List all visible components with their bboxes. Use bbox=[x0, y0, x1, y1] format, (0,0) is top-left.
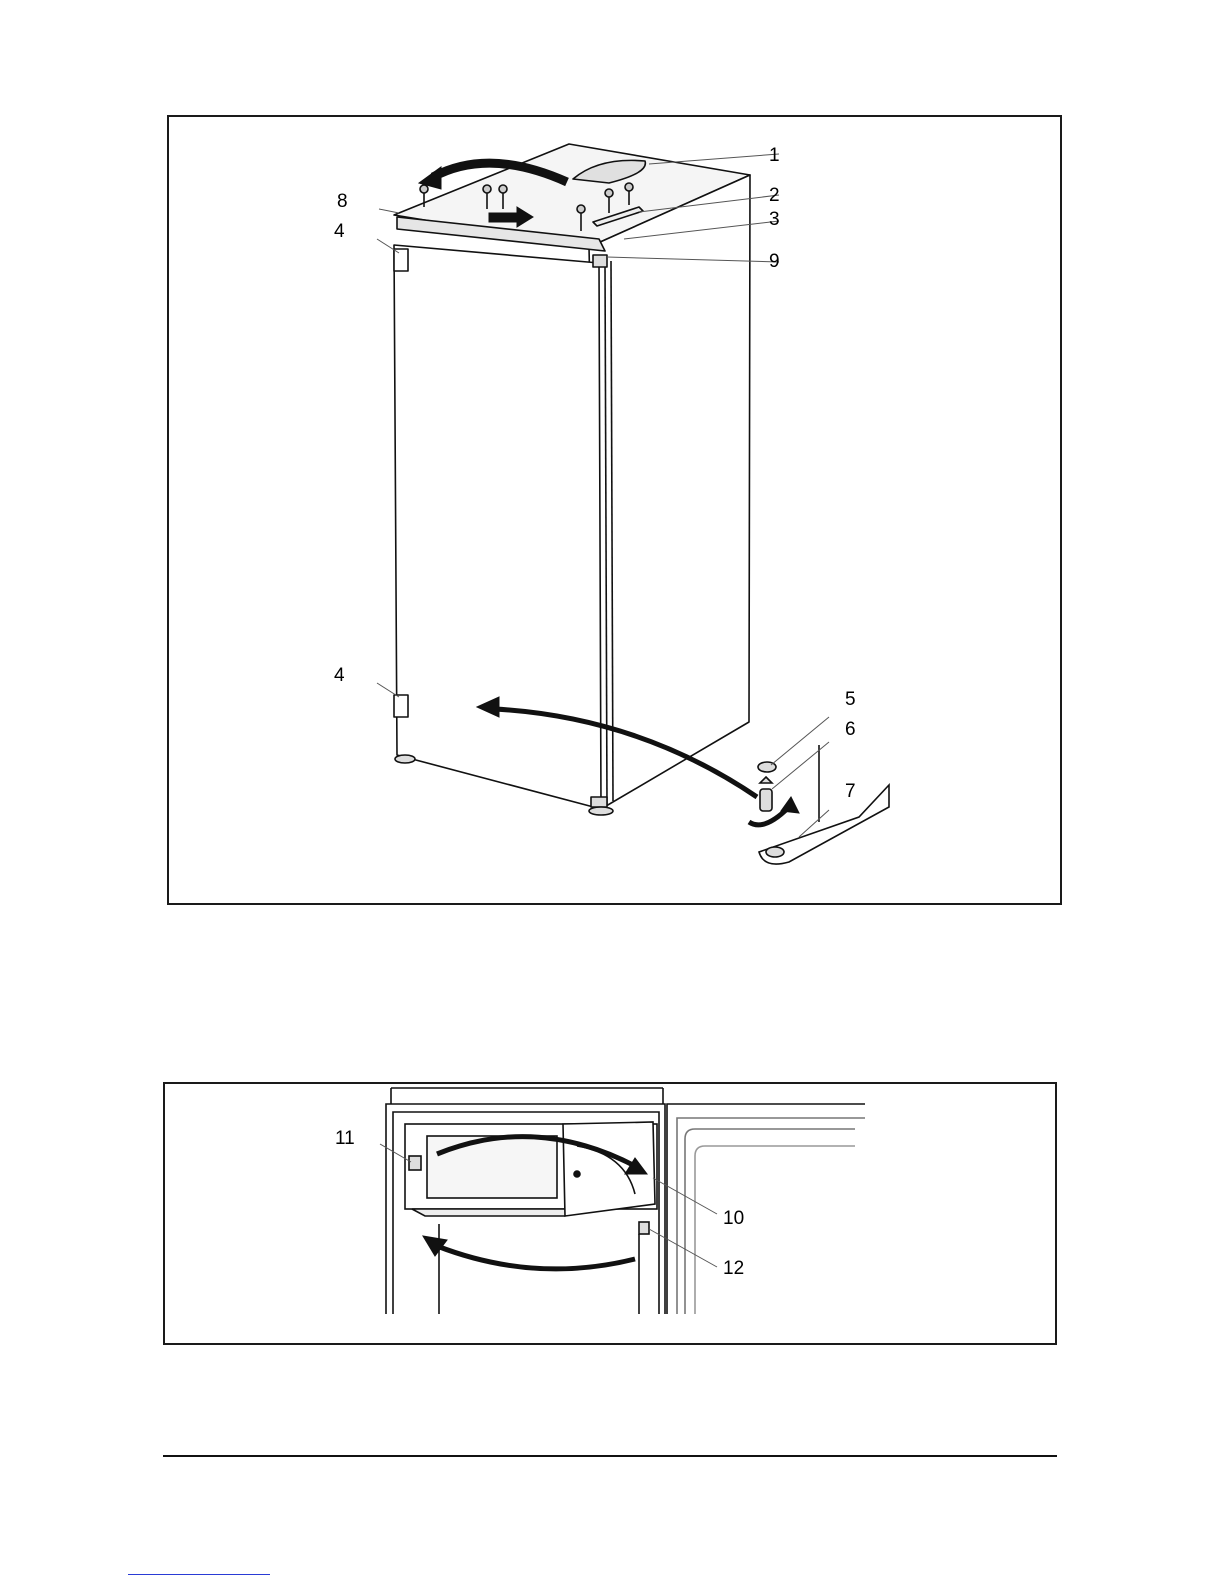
callout-3: 3 bbox=[769, 209, 780, 230]
footer-link-underline[interactable] bbox=[128, 1574, 270, 1575]
hinge-pin bbox=[760, 789, 772, 811]
compartment-drawing: 11 10 12 bbox=[165, 1084, 1059, 1347]
callout-8: 8 bbox=[337, 191, 348, 212]
arrow-lower bbox=[437, 1246, 635, 1269]
callout-7: 7 bbox=[845, 781, 856, 802]
hinge-left-bottom bbox=[394, 695, 408, 717]
callout-11: 11 bbox=[335, 1128, 355, 1149]
door-panel bbox=[394, 245, 601, 809]
callout-6: 6 bbox=[845, 719, 856, 740]
figure-door-reversal: 1 2 3 8 4 9 4 5 6 7 bbox=[167, 115, 1062, 905]
arrow-right bbox=[489, 213, 517, 222]
callout-4-top: 4 bbox=[334, 221, 345, 242]
callout-10: 10 bbox=[723, 1208, 744, 1229]
freezer-cabinet-drawing: 1 2 3 8 4 9 4 5 6 7 bbox=[169, 117, 1064, 907]
callout-2: 2 bbox=[769, 185, 780, 206]
callout-4-bottom: 4 bbox=[334, 665, 345, 686]
callout-5: 5 bbox=[845, 689, 856, 710]
main-door-open bbox=[667, 1104, 865, 1314]
callout-12: 12 bbox=[723, 1258, 744, 1279]
catch-11 bbox=[409, 1156, 421, 1170]
footer-rule bbox=[163, 1455, 1057, 1457]
hinge-left-top bbox=[394, 249, 408, 271]
catch-12 bbox=[639, 1222, 649, 1234]
figure-compartment-door: 11 10 12 bbox=[163, 1082, 1057, 1345]
hinge-top-right bbox=[593, 255, 607, 267]
callout-9: 9 bbox=[769, 251, 780, 272]
callout-1: 1 bbox=[769, 145, 780, 166]
